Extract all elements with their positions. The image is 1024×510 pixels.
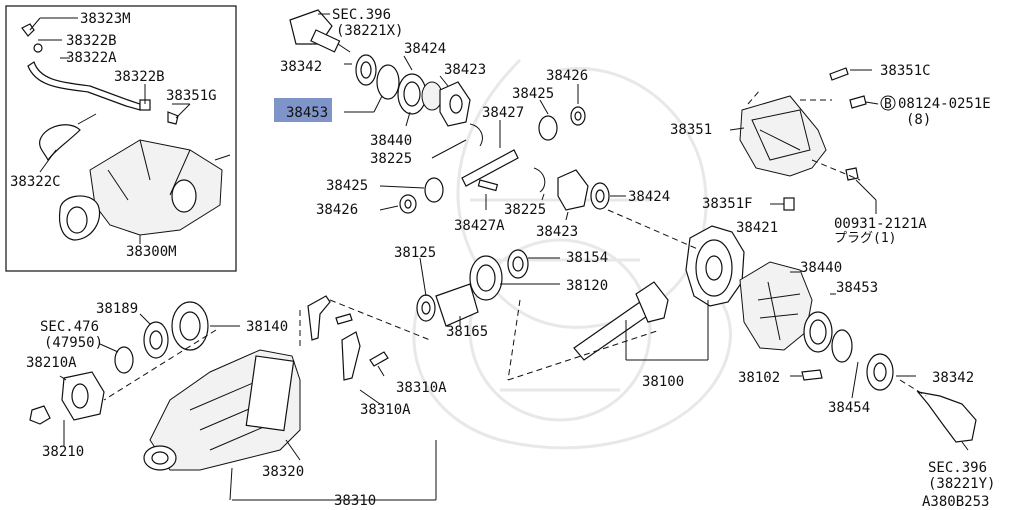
- label-sec396-x: SEC.396: [332, 7, 391, 23]
- label-38320: 38320: [262, 464, 304, 480]
- label-sec476-ref: (47950): [44, 335, 103, 351]
- label-38427: 38427: [482, 105, 524, 121]
- inset-parts: [21, 17, 231, 241]
- label-38424-top: 38424: [404, 41, 446, 57]
- label-38100: 38100: [642, 374, 684, 390]
- label-sec396-y: SEC.396: [928, 460, 987, 476]
- inset-frame: [5, 5, 237, 272]
- label-38424-mid: 38424: [628, 189, 670, 205]
- highlight-38453: [274, 98, 332, 122]
- label-38423-mid: 38423: [536, 224, 578, 240]
- label-38225-top: 38225: [370, 151, 412, 167]
- label-38322A: 38322A: [66, 50, 117, 66]
- label-38440-bot: 38440: [800, 260, 842, 276]
- inset-leaders: [39, 17, 190, 244]
- gear-carrier-housing: [143, 295, 389, 471]
- label-38225-mid: 38225: [504, 202, 546, 218]
- label-38322B-lower: 38322B: [114, 69, 165, 85]
- upper-parts: [289, 9, 610, 214]
- callout-labels: SEC.396 (38221X) 38424 38342 38423 38453…: [26, 7, 995, 510]
- figure-code: A380B253: [922, 494, 989, 510]
- label-38440-top: 38440: [370, 133, 412, 149]
- label-38351C: 38351C: [880, 63, 931, 79]
- label-38425-top: 38425: [512, 86, 554, 102]
- label-38323M: 38323M: [80, 11, 131, 27]
- label-08124: 08124-0251E: [898, 96, 991, 112]
- pinion-bearings: [416, 249, 529, 327]
- inset-labels: 38323M 38322B 38322A 38322B 38351G 38322…: [10, 11, 217, 260]
- label-38351F: 38351F: [702, 196, 753, 212]
- label-38210: 38210: [42, 444, 84, 460]
- label-38426-mid: 38426: [316, 202, 358, 218]
- label-38454: 38454: [828, 400, 870, 416]
- label-38322C: 38322C: [10, 174, 61, 190]
- label-38342-bot: 38342: [932, 370, 974, 386]
- label-sec476: SEC.476: [40, 319, 99, 335]
- label-38453-bot: 38453: [836, 280, 878, 296]
- label-38421: 38421: [736, 220, 778, 236]
- label-38120: 38120: [566, 278, 608, 294]
- label-38453-top: 38453: [286, 105, 328, 121]
- label-38427A: 38427A: [454, 218, 505, 234]
- label-38426-top: 38426: [546, 68, 588, 84]
- label-sec396-y-ref: (38221Y): [928, 476, 995, 492]
- label-38310A-upper: 38310A: [396, 380, 447, 396]
- label-38425-mid: 38425: [326, 178, 368, 194]
- leader-lines: [59, 13, 969, 501]
- label-38310A-lower: 38310A: [360, 402, 411, 418]
- label-38154: 38154: [566, 250, 608, 266]
- label-38140: 38140: [246, 319, 288, 335]
- label-plug: プラグ(1): [834, 231, 896, 246]
- label-38300M: 38300M: [126, 244, 177, 260]
- label-38125: 38125: [394, 245, 436, 261]
- label-38310: 38310: [334, 493, 376, 509]
- bolt-b-marker: [880, 95, 896, 111]
- label-38423-top: 38423: [444, 62, 486, 78]
- rear-cover: [739, 67, 867, 211]
- differential-case: [573, 225, 977, 443]
- label-sec396-x-ref: (38221X): [336, 23, 403, 39]
- label-38210A: 38210A: [26, 355, 77, 371]
- label-38189: 38189: [96, 301, 138, 317]
- front-parts: [29, 301, 209, 425]
- label-08124-qty: (8): [906, 112, 931, 128]
- label-00931: 00931-2121A: [834, 216, 927, 232]
- label-38351G: 38351G: [166, 88, 217, 104]
- label-38351: 38351: [670, 122, 712, 138]
- label-38102: 38102: [738, 370, 780, 386]
- label-38342-top: 38342: [280, 59, 322, 75]
- label-38165: 38165: [446, 324, 488, 340]
- label-38322B-upper: 38322B: [66, 33, 117, 49]
- bolt-b-letter: B: [884, 97, 892, 112]
